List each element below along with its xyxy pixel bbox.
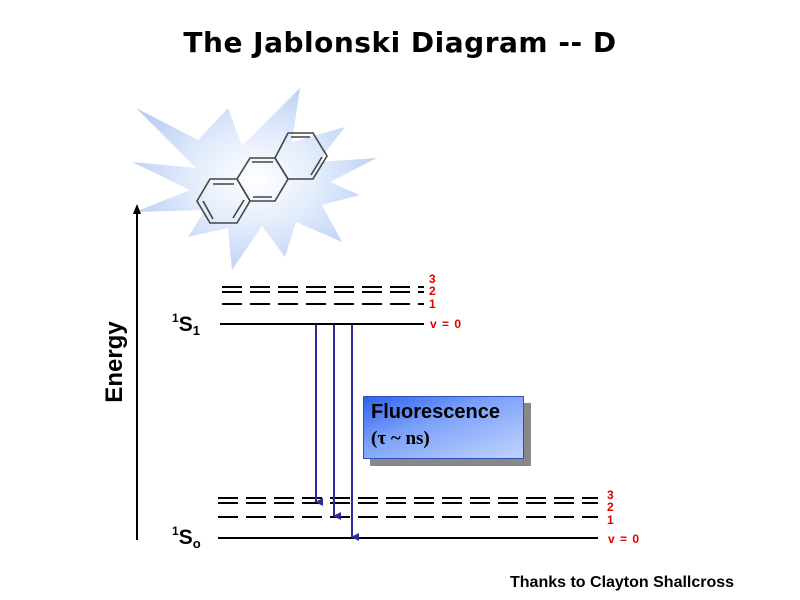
state-s1-label: 1S1	[172, 311, 200, 338]
starburst-icon	[132, 88, 377, 270]
s1-vib-3: 3	[429, 272, 436, 286]
s1-levels	[220, 286, 424, 325]
s1-vib-1: 1	[429, 297, 436, 311]
fluorescence-label: Fluorescence	[371, 401, 500, 423]
s0-index: o	[192, 536, 201, 551]
credit-text: Thanks to Clayton Shallcross	[510, 574, 735, 591]
s0-vib-3: 3	[607, 488, 614, 502]
s0-vib-2: 2	[607, 500, 614, 514]
page-title: The Jablonski Diagram -- D	[183, 26, 617, 59]
s0-levels	[218, 497, 598, 539]
fluorescence-box	[363, 396, 524, 459]
s1-vib-0: v = 0	[430, 317, 463, 331]
fluorescence-lifetime: (τ ~ ns)	[371, 428, 430, 449]
s1-symbol: S	[178, 313, 193, 336]
state-s0-label: 1So	[172, 524, 201, 551]
s1-index: 1	[192, 323, 200, 338]
s0-multiplicity: 1	[172, 524, 179, 538]
s0-vib-1: 1	[607, 513, 614, 527]
s1-vib-2: 2	[429, 284, 436, 298]
s0-symbol: S	[178, 526, 193, 549]
energy-axis-label: Energy	[101, 321, 128, 403]
s1-multiplicity: 1	[172, 311, 179, 325]
energy-axis-arrowhead-icon	[133, 204, 141, 214]
anthracene-molecule-icon	[196, 132, 328, 224]
s0-vib-0: v = 0	[608, 532, 641, 546]
